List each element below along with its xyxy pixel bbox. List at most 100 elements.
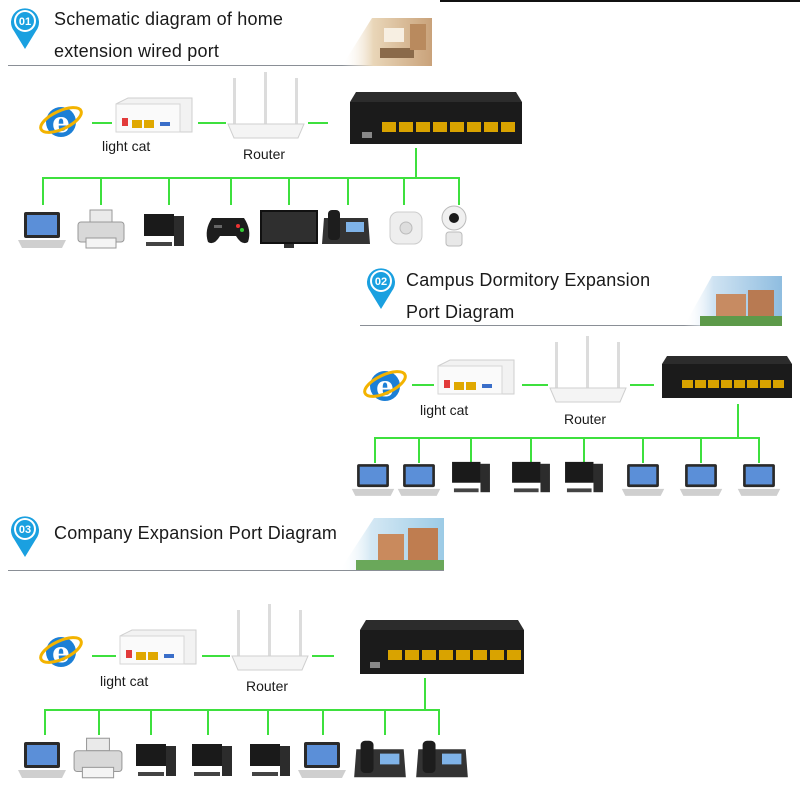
- desk-phone-icon: [352, 738, 408, 780]
- drop-wire: [374, 437, 376, 463]
- printer-icon: [76, 208, 126, 250]
- section-title-line-2: extension wired port: [54, 41, 220, 61]
- bus-wire: [44, 709, 440, 711]
- wire: [198, 122, 226, 124]
- bus-wire: [42, 177, 460, 179]
- pin-badge-02: 02: [364, 264, 398, 310]
- drop-wire: [267, 709, 269, 735]
- drop-wire: [700, 437, 702, 463]
- security-camera-icon: [436, 204, 472, 248]
- laptop-icon: [350, 462, 396, 498]
- optical-modem-icon: [434, 358, 516, 398]
- section-title-line-1: Campus Dormitory Expansion: [406, 270, 651, 290]
- drop-wire: [458, 177, 460, 205]
- wire: [415, 148, 417, 178]
- drop-wire: [530, 437, 532, 463]
- desk-phone-icon: [414, 738, 470, 780]
- laptop-icon: [16, 740, 68, 780]
- desktop-computer-icon: [134, 742, 178, 780]
- printer-icon: [72, 736, 124, 780]
- desktop-computer-icon: [142, 212, 186, 250]
- pin-number: 02: [375, 276, 387, 288]
- drop-wire: [403, 177, 405, 205]
- optical-modem-icon: [116, 628, 198, 668]
- drop-wire: [168, 177, 170, 205]
- drop-wire: [98, 709, 100, 735]
- drop-wire: [150, 709, 152, 735]
- desktop-computer-icon: [510, 460, 552, 496]
- tv-icon: [258, 208, 320, 250]
- wire: [308, 122, 328, 124]
- smart-plug-icon: [388, 210, 424, 246]
- wifi-router-icon: [226, 72, 306, 144]
- internet-explorer-icon: e: [38, 98, 84, 144]
- wire: [92, 655, 116, 657]
- drop-wire: [418, 437, 420, 463]
- laptop-icon: [296, 740, 348, 780]
- router-label: Router: [246, 678, 289, 694]
- network-switch-icon: [350, 92, 522, 148]
- pin-number: 03: [19, 524, 31, 536]
- laptop-icon: [678, 462, 724, 498]
- drop-wire: [44, 709, 46, 735]
- room-photo: [322, 18, 432, 66]
- drop-wire: [758, 437, 760, 463]
- drop-wire: [42, 177, 44, 205]
- wire: [630, 384, 654, 386]
- network-switch-icon: [662, 356, 792, 402]
- drop-wire: [384, 709, 386, 735]
- wire: [312, 655, 334, 657]
- office-photo: [330, 518, 444, 570]
- network-switch-icon: [360, 620, 524, 678]
- drop-wire: [470, 437, 472, 463]
- drop-wire: [207, 709, 209, 735]
- campus-photo: [670, 276, 782, 326]
- desktop-computer-icon: [248, 742, 292, 780]
- desktop-computer-icon: [450, 460, 492, 496]
- section-title-line-1: Schematic diagram of home: [54, 9, 284, 29]
- laptop-icon: [736, 462, 782, 498]
- pin-badge-01: 01: [8, 4, 42, 50]
- laptop-icon: [396, 462, 442, 498]
- gamepad-icon: [204, 212, 252, 248]
- internet-explorer-icon: e: [362, 362, 408, 408]
- desk-phone-icon: [320, 208, 372, 246]
- laptop-icon: [620, 462, 666, 498]
- wifi-router-icon: [548, 336, 628, 408]
- section-title-line-2: Port Diagram: [406, 302, 515, 322]
- drop-wire: [347, 177, 349, 205]
- router-label: Router: [243, 146, 286, 162]
- wire: [412, 384, 434, 386]
- optical-modem-icon: [112, 96, 194, 136]
- router-label: Router: [564, 411, 607, 427]
- pin-number: 01: [19, 16, 31, 28]
- drop-wire: [642, 437, 644, 463]
- title-underline: [8, 65, 432, 66]
- wire: [202, 655, 230, 657]
- title-underline: [360, 325, 780, 326]
- internet-explorer-icon: e: [38, 628, 84, 674]
- title-underline: [8, 570, 444, 571]
- drop-wire: [288, 177, 290, 205]
- drop-wire: [583, 437, 585, 463]
- modem-label: light cat: [100, 673, 149, 689]
- wire: [424, 678, 426, 710]
- laptop-icon: [16, 210, 68, 250]
- wifi-router-icon: [230, 604, 310, 676]
- drop-wire: [100, 177, 102, 205]
- modem-label: light cat: [102, 138, 151, 154]
- desktop-computer-icon: [190, 742, 234, 780]
- pin-badge-03: 03: [8, 512, 42, 558]
- wire: [737, 404, 739, 438]
- desktop-computer-icon: [563, 460, 605, 496]
- modem-label: light cat: [420, 402, 469, 418]
- drop-wire: [230, 177, 232, 205]
- drop-wire: [438, 709, 440, 735]
- wire: [92, 122, 112, 124]
- wire: [522, 384, 548, 386]
- drop-wire: [322, 709, 324, 735]
- top-edge-line: [440, 0, 800, 2]
